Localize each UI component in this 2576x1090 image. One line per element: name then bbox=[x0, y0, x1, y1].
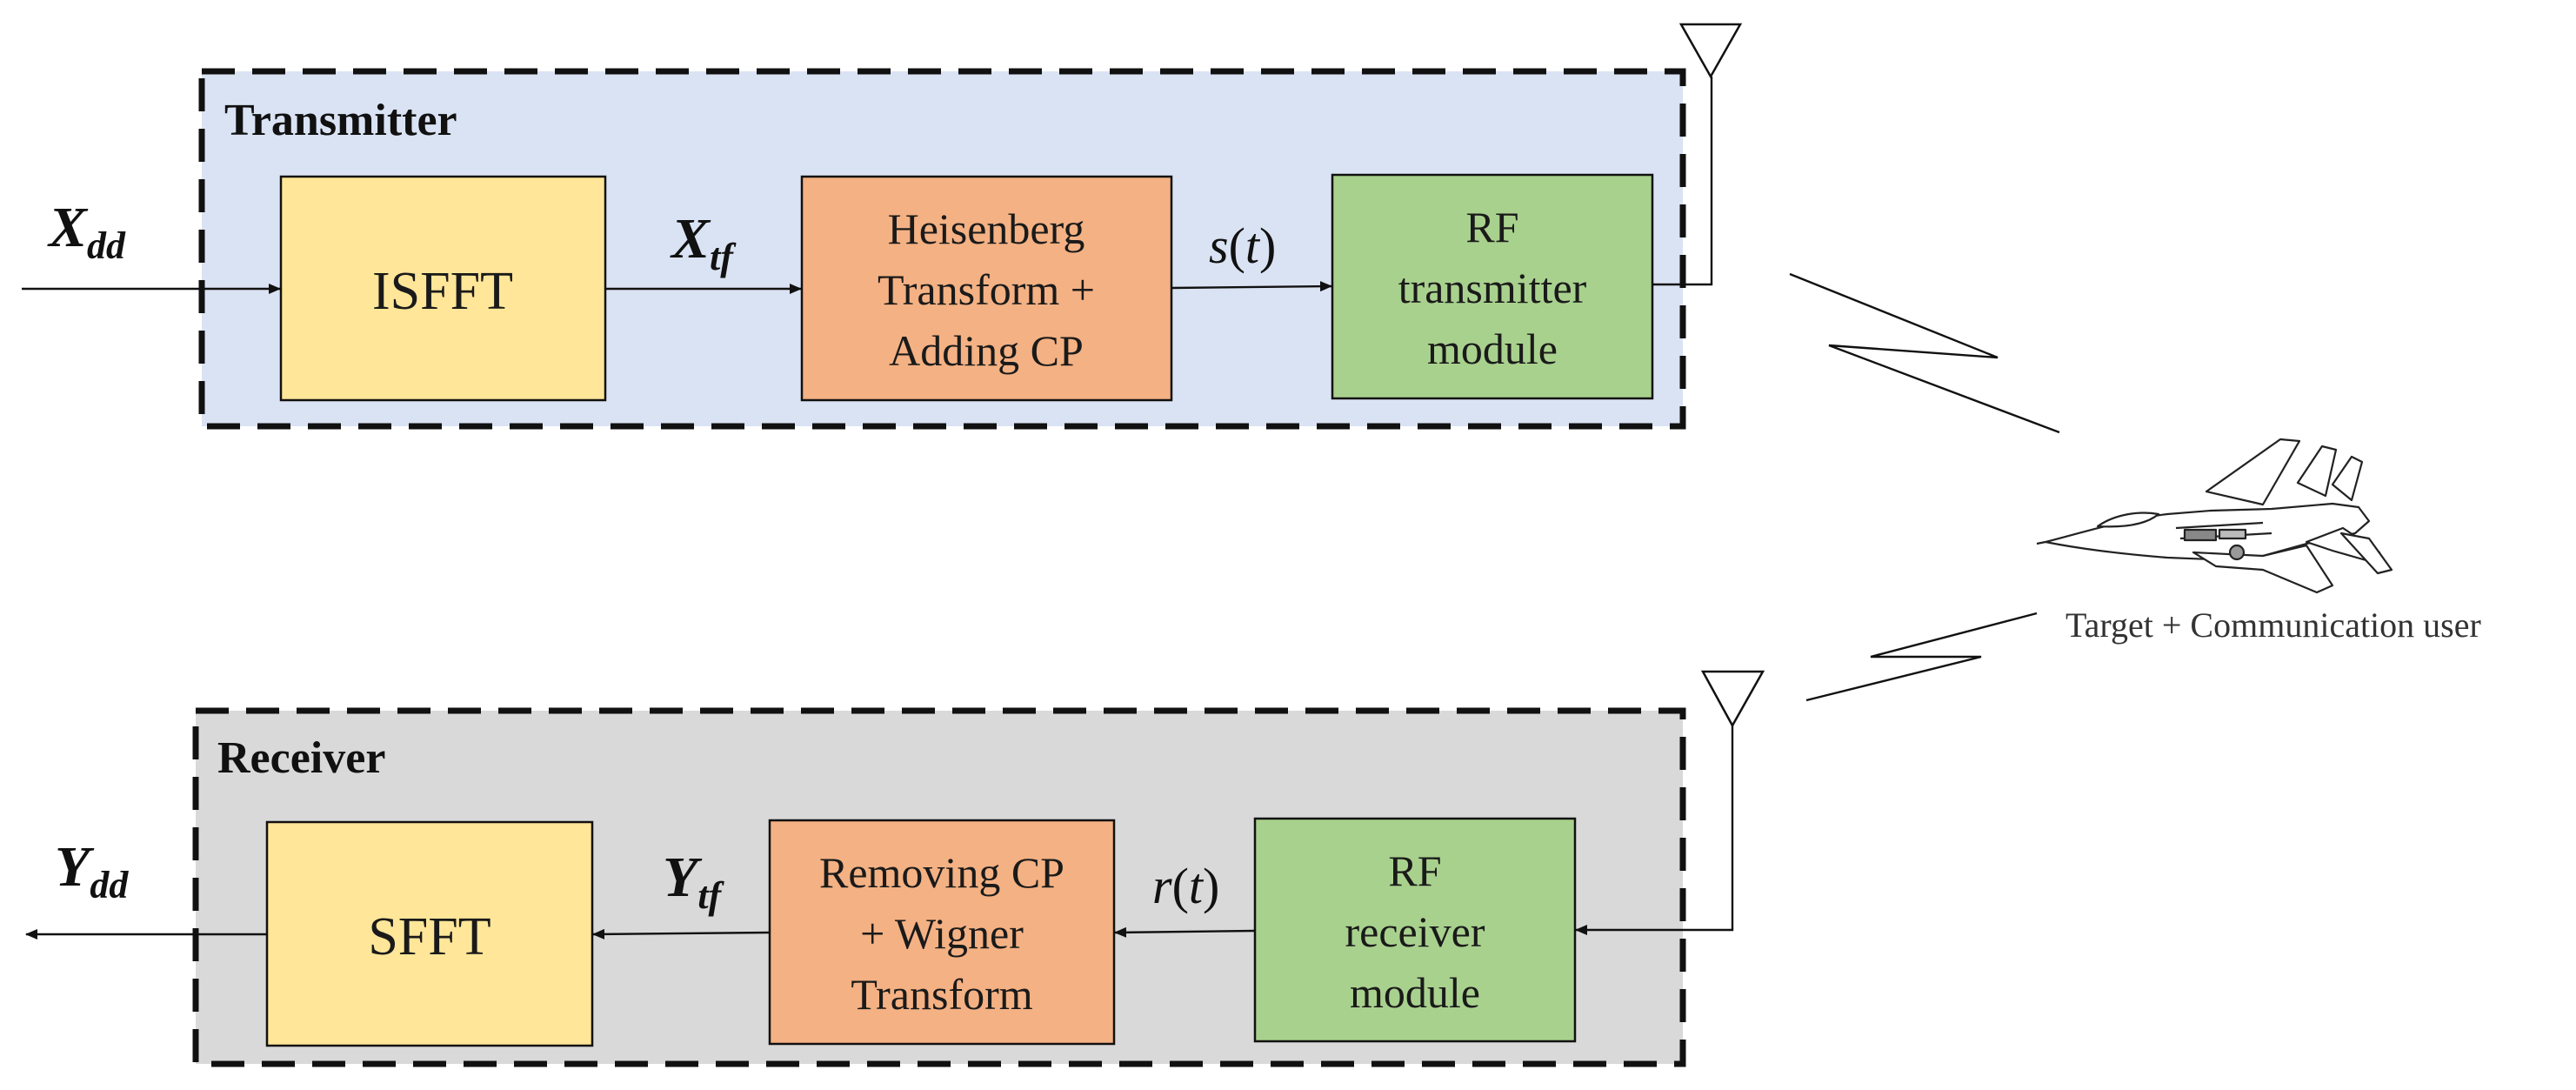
s-t-label: s(t) bbox=[1209, 217, 1276, 274]
isfft-label: ISFFT bbox=[372, 262, 513, 321]
sfft-block bbox=[265, 820, 594, 1047]
x-dd-label: Xdd bbox=[47, 196, 126, 267]
rf-receiver-label-line2: receiver bbox=[1345, 907, 1485, 956]
receiver-title: Receiver bbox=[217, 733, 385, 783]
downlink-lightning-icon bbox=[1789, 272, 2060, 434]
receiver-section: Receiver SFFT Removing CP + Wigner Trans… bbox=[25, 670, 1765, 1067]
s-t-arrow bbox=[1171, 281, 1332, 292]
heisenberg-label-line2: Transform + bbox=[878, 265, 1095, 314]
r-t-arrow bbox=[1114, 926, 1256, 938]
wigner-block bbox=[768, 819, 1116, 1046]
rf-transmitter-label-line1: RF bbox=[1465, 203, 1518, 251]
target-label: Target + Communication user bbox=[2065, 605, 2481, 645]
rx-antenna-icon bbox=[1700, 670, 1765, 728]
isfft-block bbox=[279, 175, 607, 402]
sfft-label: SFFT bbox=[368, 907, 491, 966]
y-tf-label: Ytf bbox=[663, 846, 725, 917]
heisenberg-label-line1: Heisenberg bbox=[888, 204, 1085, 253]
rf-receiver-label-line3: module bbox=[1350, 968, 1480, 1017]
tx-antenna-icon bbox=[1678, 23, 1743, 79]
uplink-lightning-icon bbox=[1805, 612, 2038, 702]
rf-receiver-label-line1: RF bbox=[1388, 846, 1441, 895]
r-t-label: r(t) bbox=[1152, 858, 1219, 914]
rx-antenna-feed bbox=[1575, 726, 1734, 935]
tx-antenna-feed bbox=[1652, 77, 1713, 286]
y-dd-label: Ydd bbox=[55, 835, 129, 906]
rf-transmitter-label-line2: transmitter bbox=[1398, 264, 1587, 312]
wigner-label-line3: Transform bbox=[851, 970, 1032, 1019]
transmitter-title: Transmitter bbox=[224, 96, 457, 145]
rf-transmitter-label-line3: module bbox=[1427, 324, 1558, 373]
aircraft-icon bbox=[2036, 438, 2393, 594]
wigner-label-line1: Removing CP bbox=[819, 848, 1064, 897]
wigner-label-line2: + Wigner bbox=[860, 909, 1024, 958]
y-tf-arrow bbox=[592, 928, 771, 940]
transmitter-section: Transmitter ISFFT Heisenberg Transform +… bbox=[22, 23, 1743, 430]
rf-receiver-block bbox=[1253, 817, 1577, 1043]
x-tf-label: Xtf bbox=[670, 207, 737, 278]
rf-transmitter-block bbox=[1331, 173, 1654, 400]
heisenberg-block bbox=[800, 175, 1173, 402]
heisenberg-label-line3: Adding CP bbox=[889, 326, 1084, 375]
